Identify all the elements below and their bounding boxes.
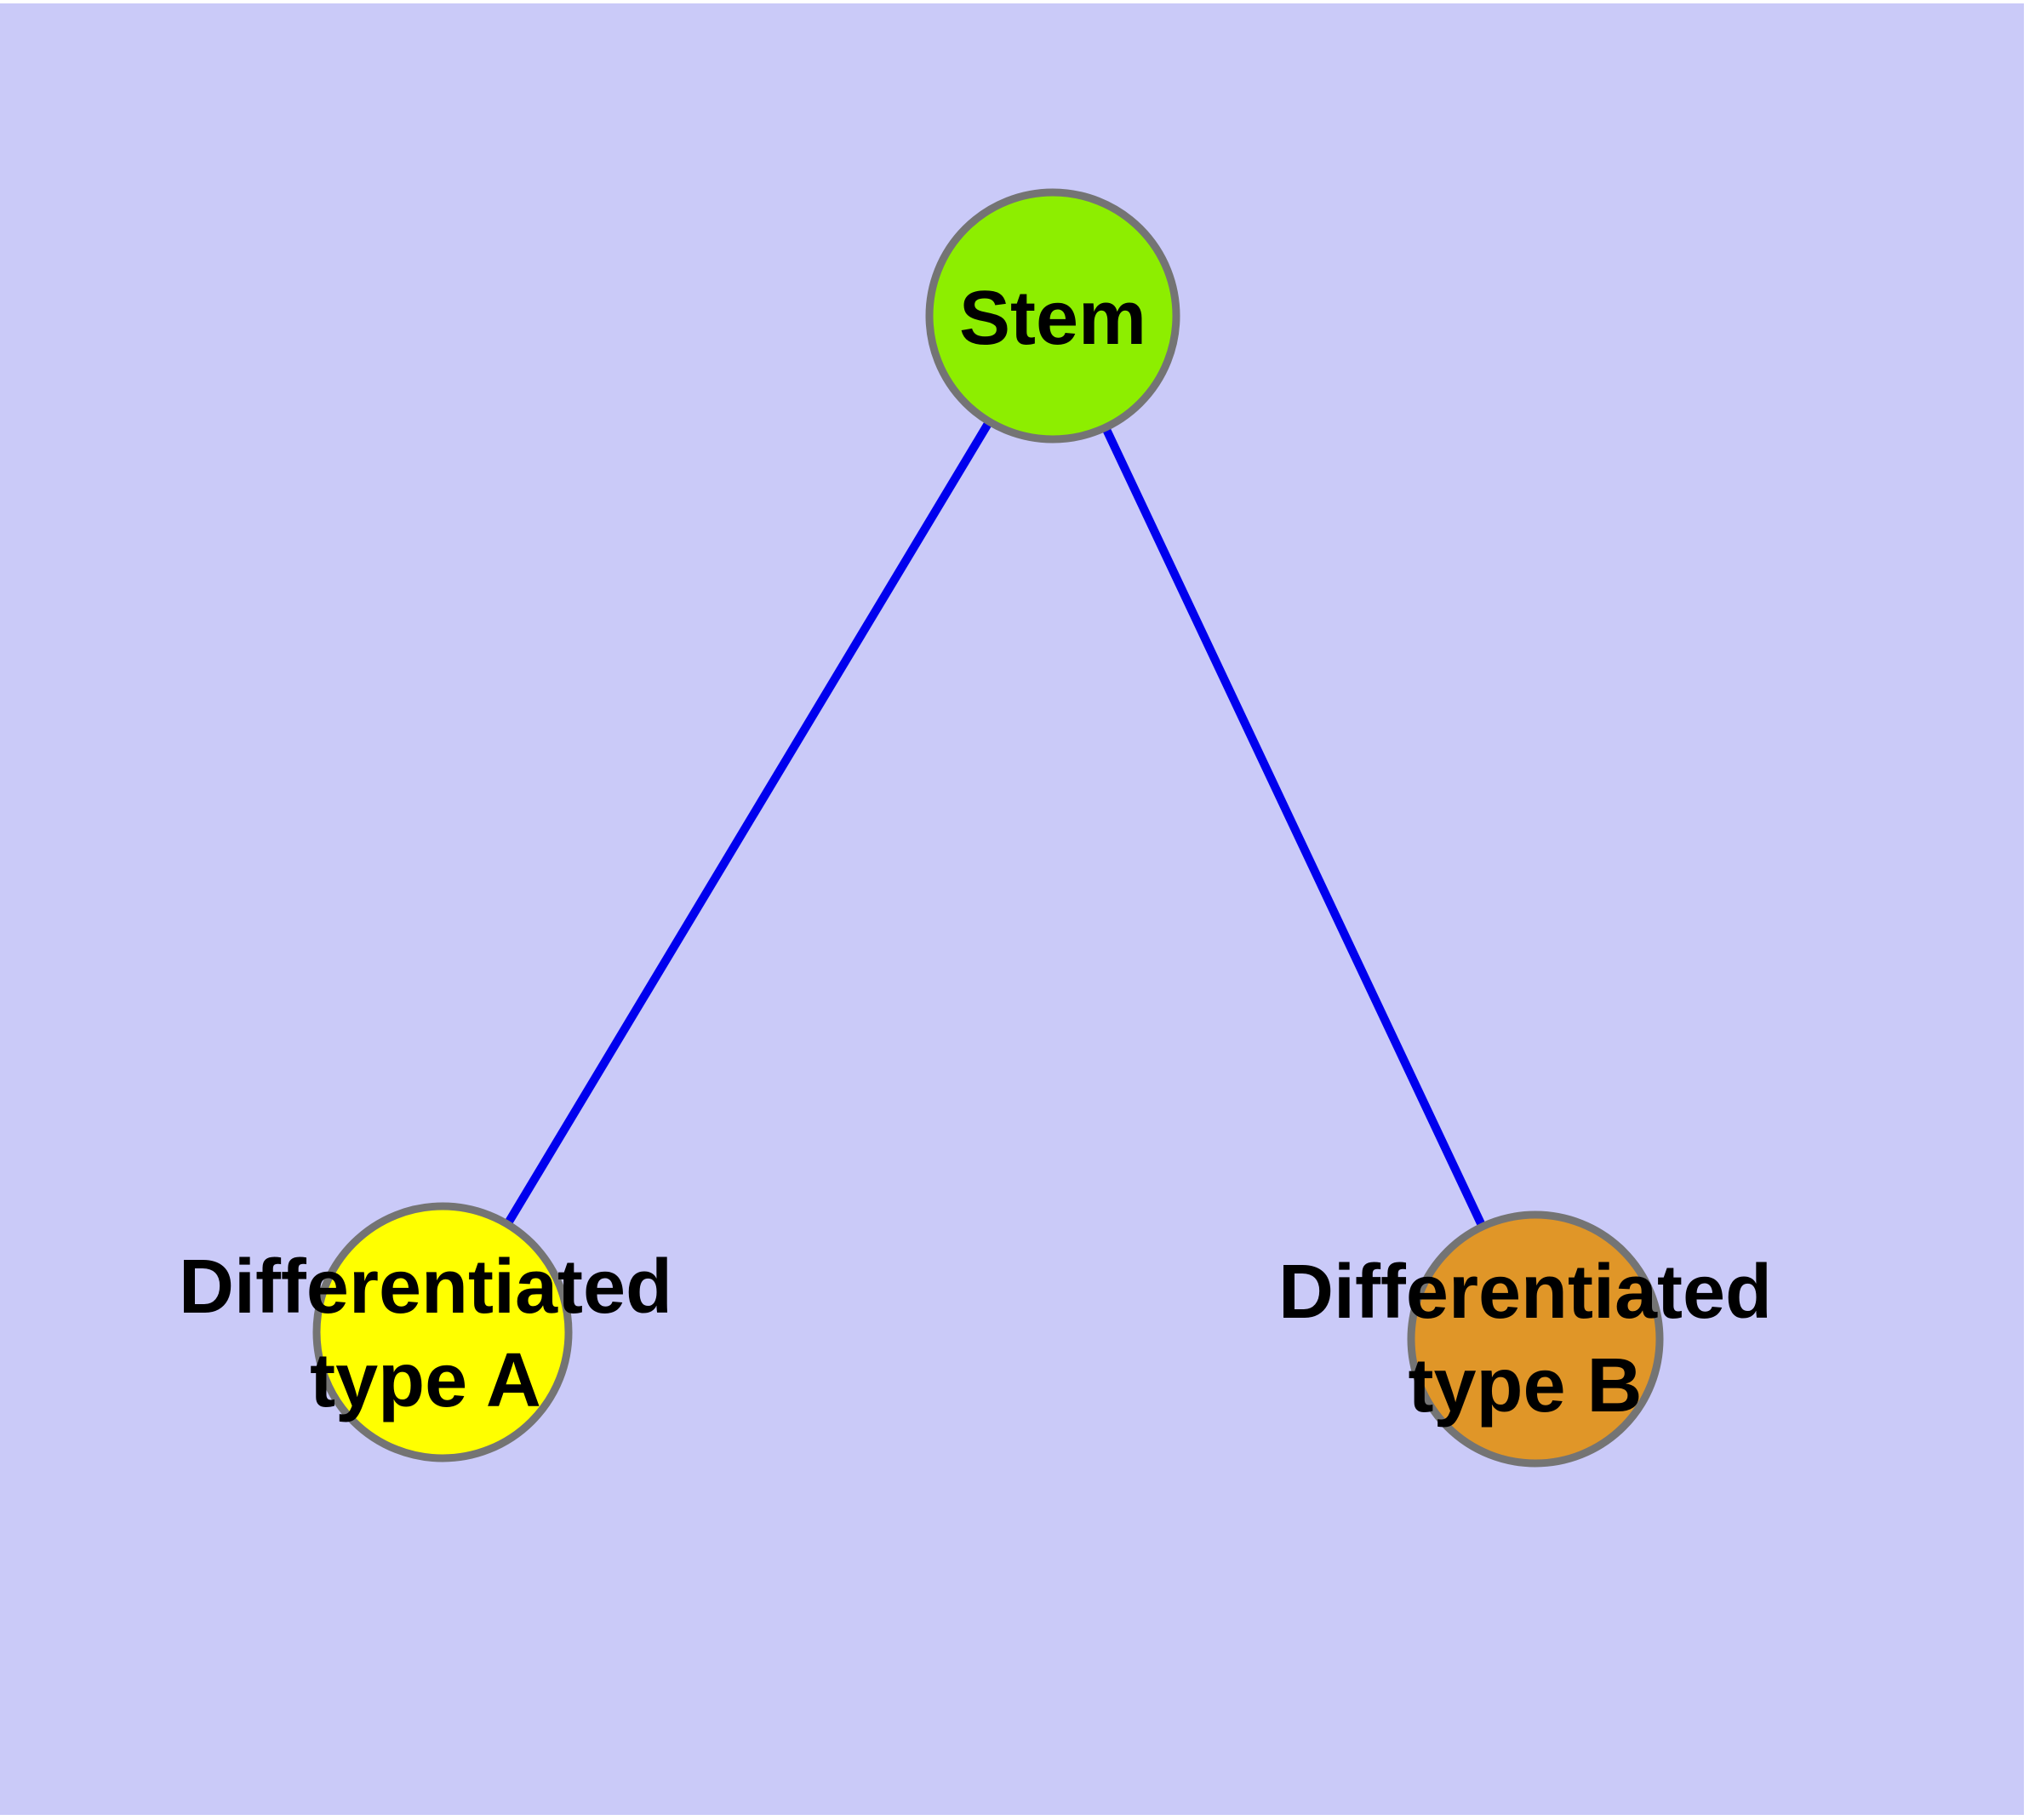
- node-type-a-label-line-1: Differentiated: [179, 1245, 672, 1330]
- edge-stem-to-type-a: [438, 313, 1057, 1335]
- node-differentiated-type-b: [1407, 1210, 1664, 1468]
- node-stem: [925, 188, 1180, 444]
- node-stem-label: Stem: [959, 276, 1146, 361]
- node-type-b-label-line-2: type B: [1408, 1343, 1642, 1428]
- edge-stem-to-type-b: [1049, 313, 1540, 1342]
- node-differentiated-type-a: [312, 1202, 573, 1462]
- node-type-a-label-line-2: type A: [310, 1338, 541, 1423]
- node-type-b-label-line-1: Differentiated: [1278, 1250, 1772, 1335]
